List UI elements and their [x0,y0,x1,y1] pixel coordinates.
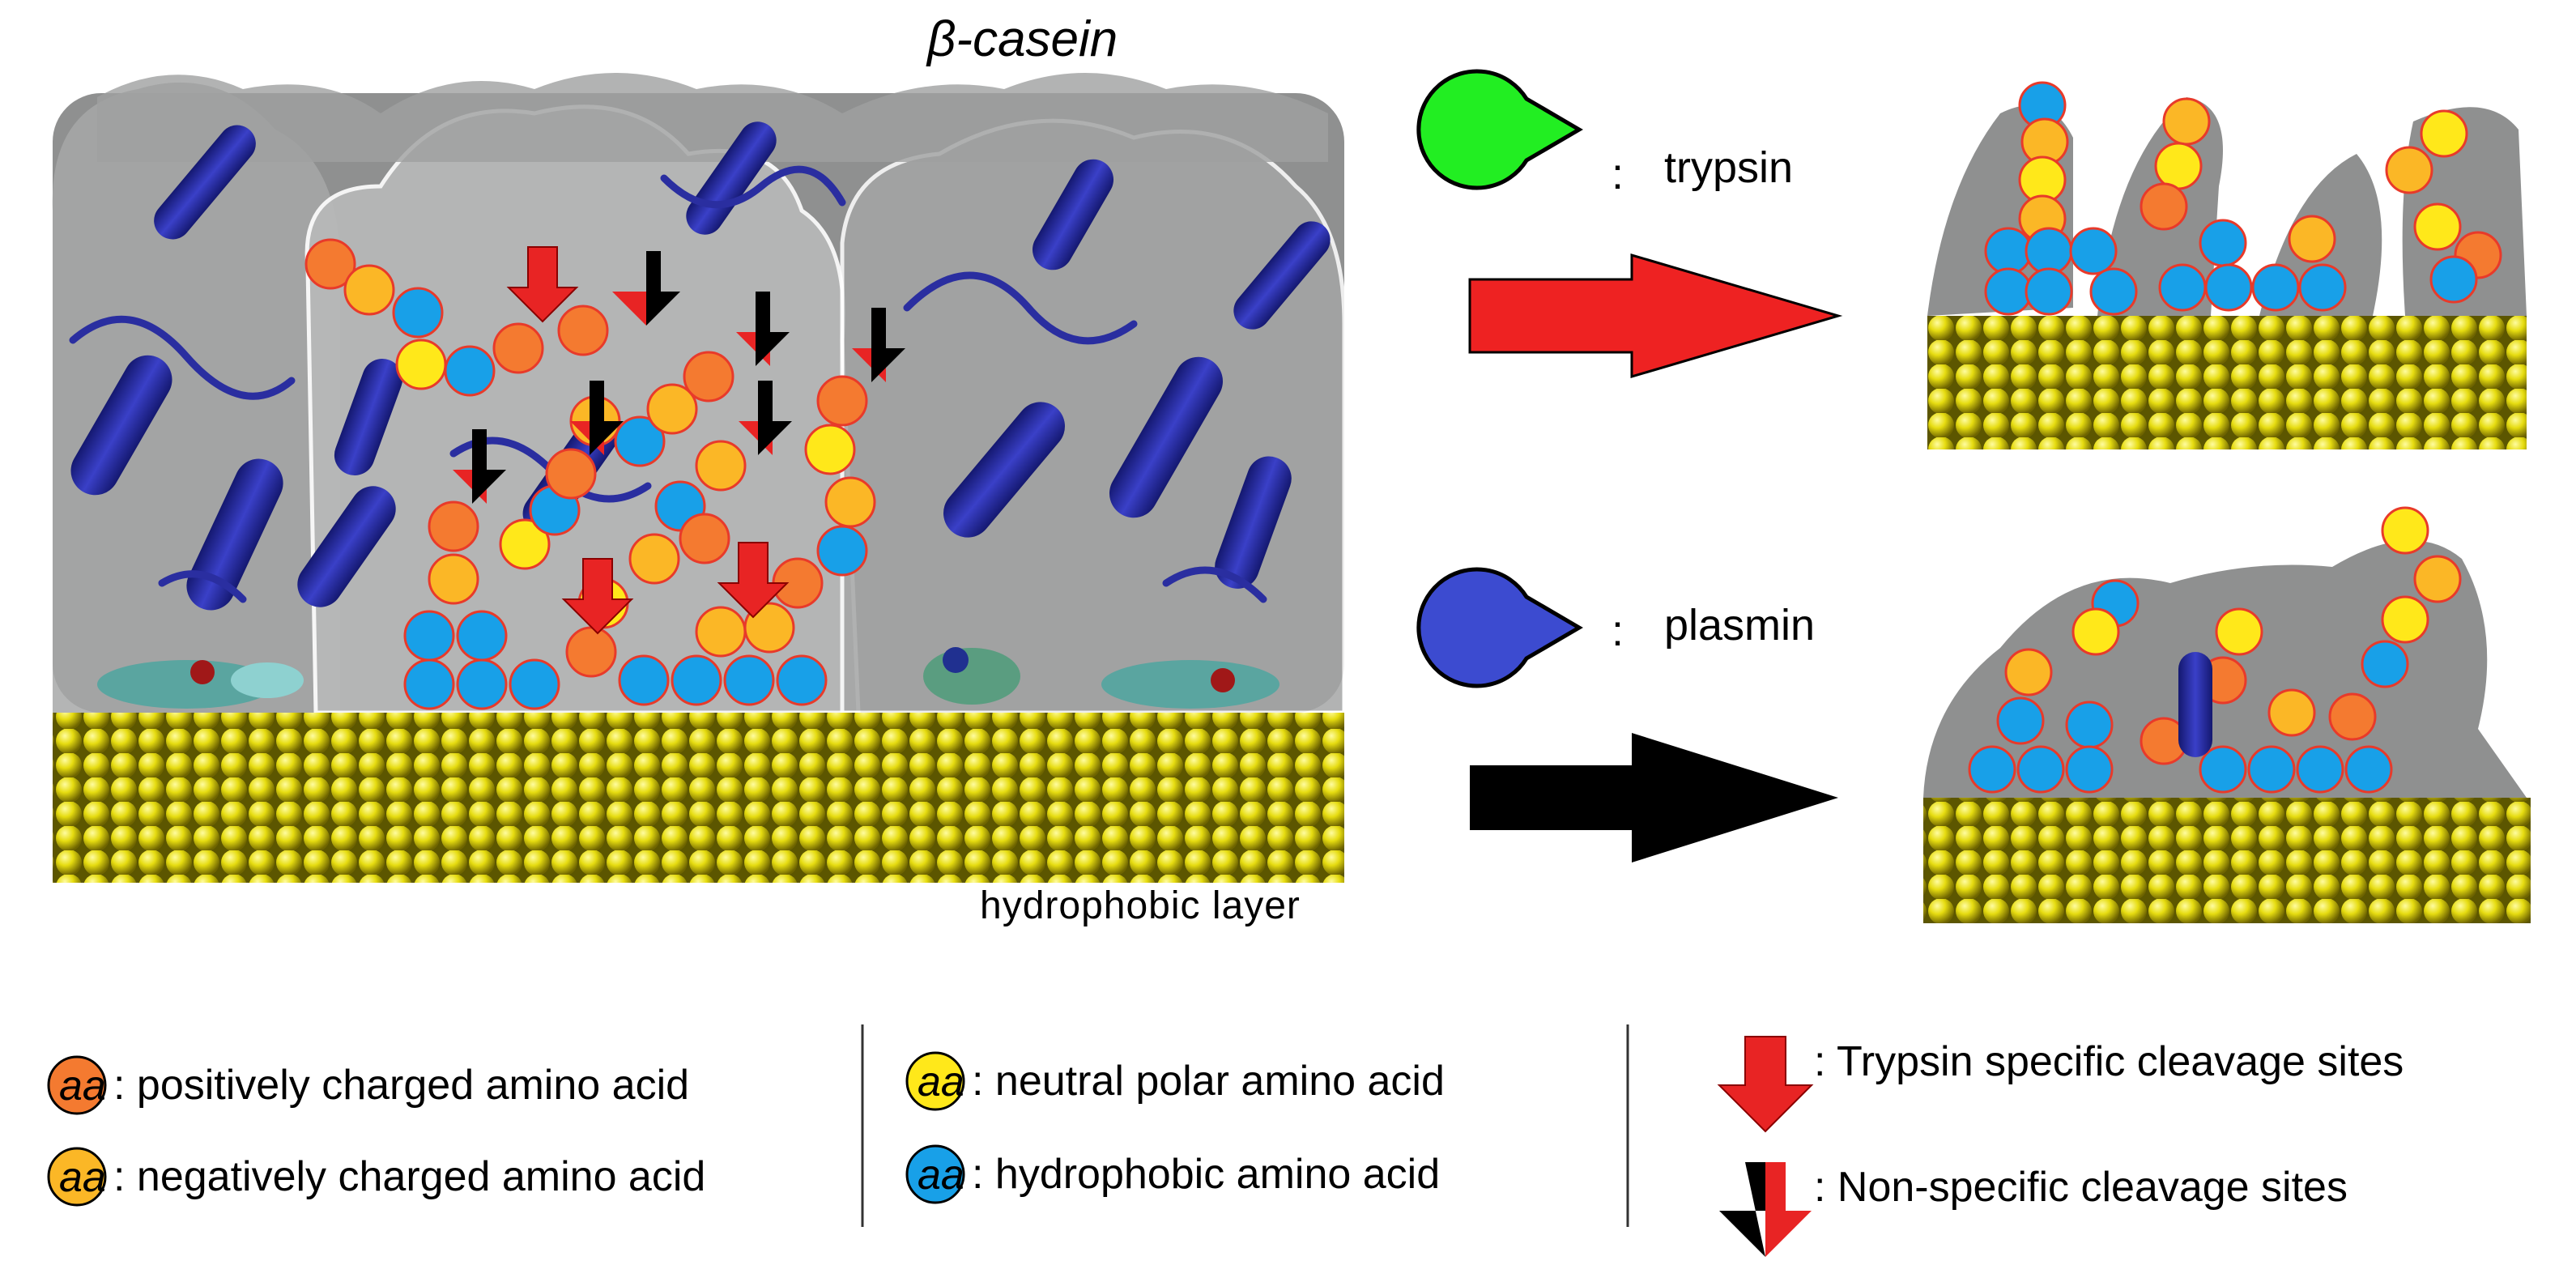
surface-label: hydrophobic layer [980,884,1301,927]
trypsin-fragment-beads [1984,81,2502,316]
aa-symbol-negative [47,1147,107,1207]
figure-title: β-casein [927,11,1118,67]
surface-molecules [97,647,1279,709]
gold-surface-top [1927,316,2527,449]
aa-symbol-text: aa [918,1058,964,1105]
aa-symbol-text: aa [918,1152,964,1199]
legend-positive-label: : positively charged amino acid [113,1062,690,1109]
red-arrow-icon [1717,1036,1814,1133]
protein-top-bumps [97,73,1328,162]
right-residue-chain [695,375,876,706]
green-pacman-icon [1416,69,1583,190]
protein-cloud-left [52,82,341,713]
red-arrow-icon [506,246,579,323]
red-arrow-icon [561,558,634,635]
plasmin-label: plasmin [1664,601,1816,650]
left-panel [52,73,1347,883]
red-black-arrow-icon [1719,1162,1812,1257]
gold-surface-bottom [1923,798,2531,923]
legend-neutral-label: : neutral polar amino acid [972,1058,1445,1105]
trypsin-label: trypsin [1664,143,1794,192]
aa-symbol-hydrophobic [905,1144,965,1204]
left-residue-chain [304,238,609,710]
plasmin-fragment-beads [1968,506,2462,794]
trypsin-process [1416,69,1843,379]
trypsin-cleavage-arrows [506,246,790,635]
protein-helices [70,121,1331,611]
middle-residue-chain [499,351,747,706]
plasmin-product-panel [1923,506,2531,923]
plasmin-colon: : [1612,607,1624,655]
aa-symbol-neutral [905,1051,965,1111]
hydrophobic-surface [53,713,1344,883]
aa-symbol-text: aa [59,1063,106,1110]
aa-symbol-positive [47,1055,107,1115]
legend-trypsin-cleavage-label: : Trypsin specific cleavage sites [1814,1038,2404,1085]
red-arrow-icon [717,542,790,619]
legend-nonspecific-cleavage-label: : Non-specific cleavage sites [1814,1164,2348,1211]
legend-hydrophobic-label: : hydrophobic amino acid [972,1151,1441,1198]
trypsin-arrow [1468,253,1843,379]
trypsin-fragment-surfaces [1927,97,2527,316]
plasmin-process [1416,567,1838,862]
non-specific-cleavage-arrows [453,251,905,504]
plasmin-arrow [1470,733,1838,862]
blue-pacman-icon [1416,567,1583,688]
trypsin-product-panel [1927,81,2527,449]
legend-negative-label: : negatively charged amino acid [113,1153,706,1200]
aa-symbol-text: aa [59,1154,106,1201]
trypsin-colon: : [1612,150,1624,198]
